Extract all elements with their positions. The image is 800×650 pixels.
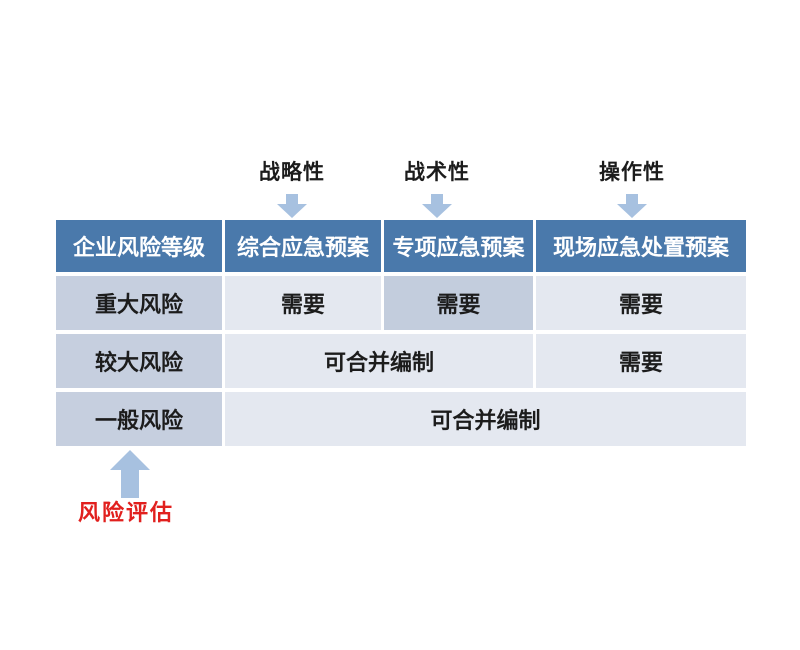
up-arrow-icon bbox=[110, 450, 150, 498]
cell-major-special: 需要 bbox=[384, 276, 533, 330]
down-arrow-icon bbox=[422, 194, 452, 218]
row-label-major-risk: 重大风险 bbox=[56, 276, 222, 330]
cell-major-comprehensive: 需要 bbox=[225, 276, 381, 330]
header-cell-special-plan: 专项应急预案 bbox=[384, 220, 533, 272]
cell-general-merged: 可合并编制 bbox=[225, 392, 746, 446]
cell-larger-merged: 可合并编制 bbox=[225, 334, 533, 388]
annotation-operational: 操作性 bbox=[572, 159, 692, 218]
annotation-strategic-label: 战略性 bbox=[259, 160, 325, 184]
header-cell-risk-level: 企业风险等级 bbox=[56, 220, 222, 272]
risk-plan-table: 企业风险等级 综合应急预案 专项应急预案 现场应急处置预案 重大风险 需要 需要… bbox=[56, 220, 746, 446]
annotation-tactical: 战术性 bbox=[377, 159, 497, 218]
cell-larger-onsite: 需要 bbox=[536, 334, 746, 388]
annotation-risk-assessment-label: 风险评估 bbox=[77, 500, 174, 525]
annotation-tactical-label: 战术性 bbox=[404, 160, 470, 184]
row-label-general-risk: 一般风险 bbox=[56, 392, 222, 446]
annotation-operational-label: 操作性 bbox=[599, 160, 665, 184]
cell-major-onsite: 需要 bbox=[536, 276, 746, 330]
down-arrow-icon bbox=[617, 194, 647, 218]
down-arrow-icon bbox=[277, 194, 307, 218]
header-cell-onsite-plan: 现场应急处置预案 bbox=[536, 220, 746, 272]
header-cell-comprehensive-plan: 综合应急预案 bbox=[225, 220, 381, 272]
annotation-strategic: 战略性 bbox=[232, 159, 352, 218]
row-label-larger-risk: 较大风险 bbox=[56, 334, 222, 388]
